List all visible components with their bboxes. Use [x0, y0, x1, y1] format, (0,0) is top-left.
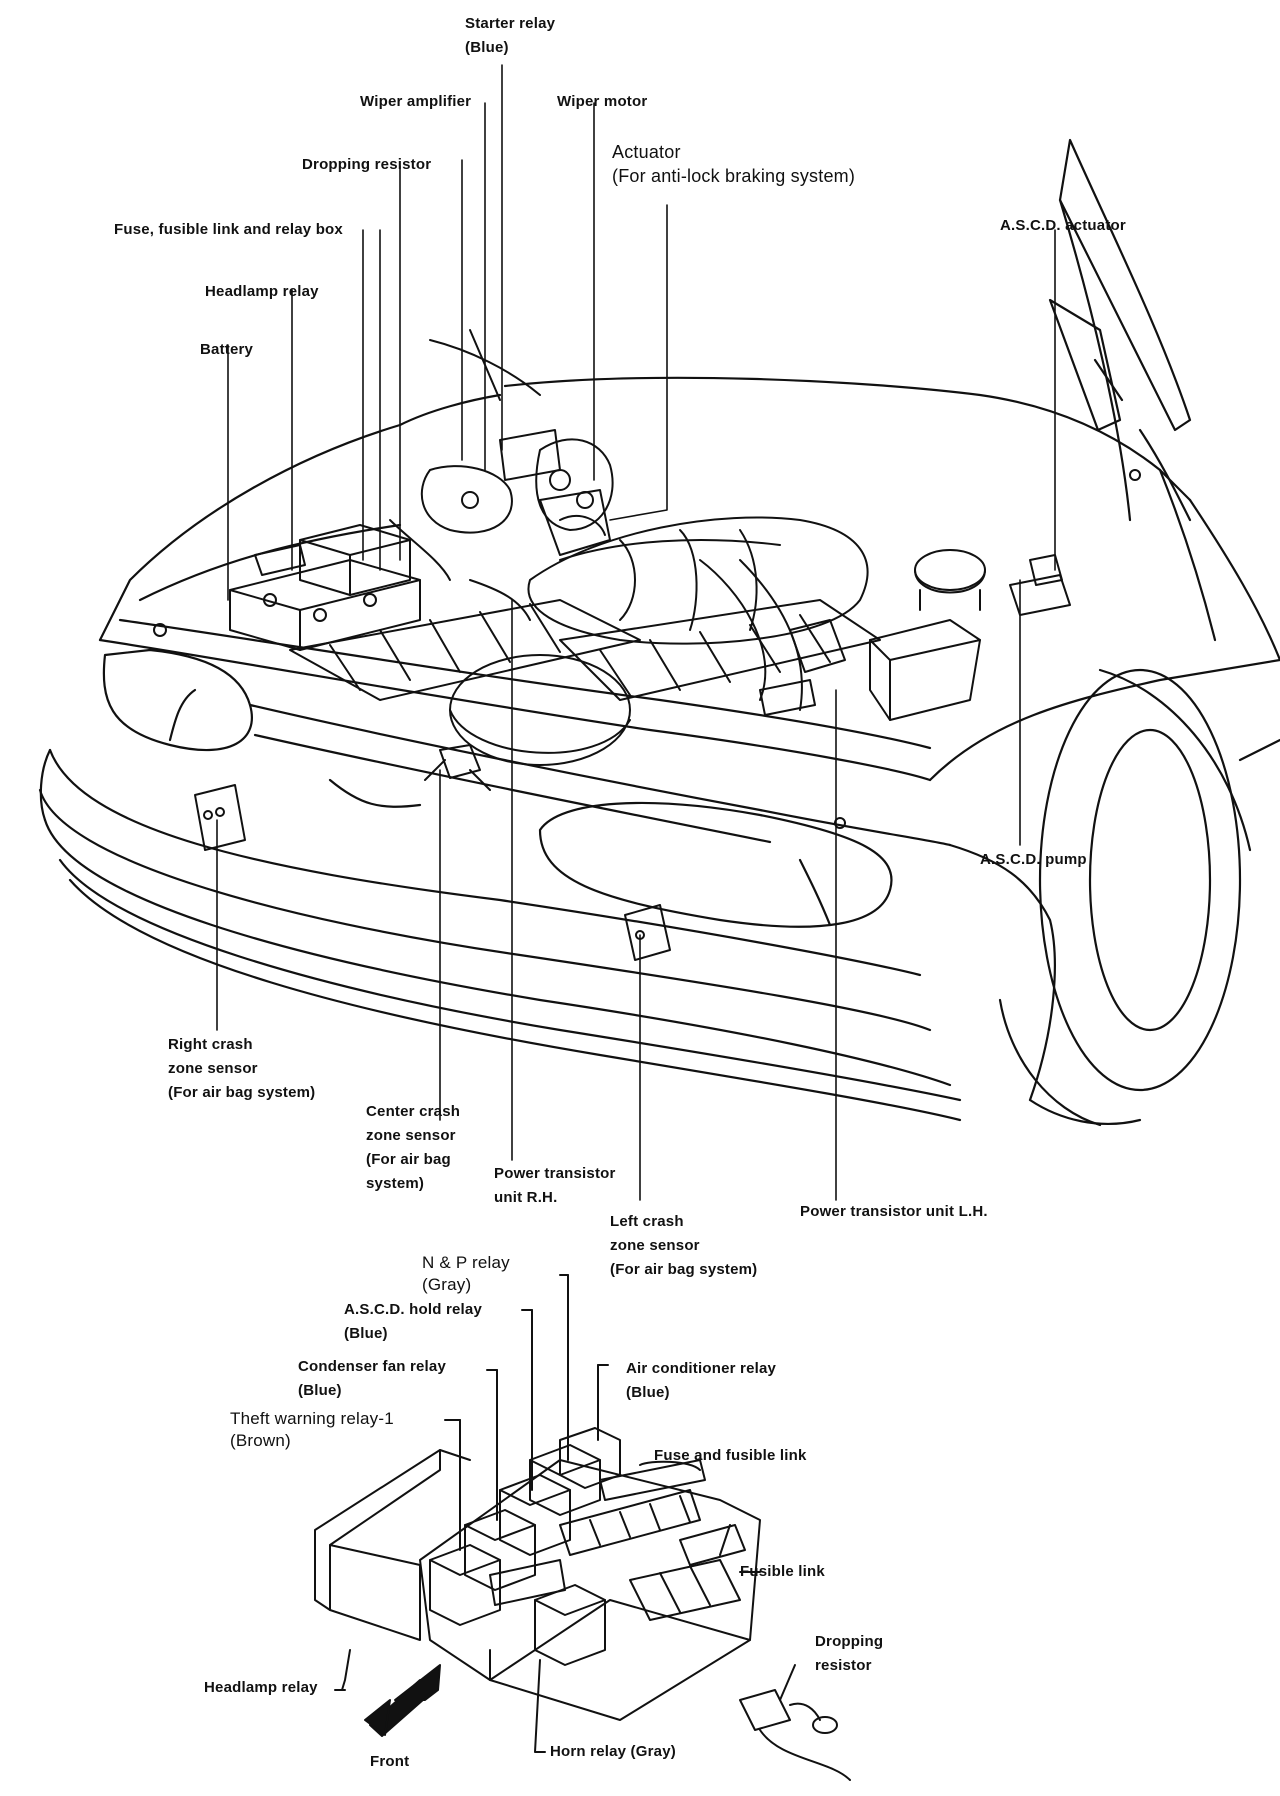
right-crash-sensor-label: Right crash zone sensor (For air bag sys… — [168, 1036, 316, 1101]
power-transistor-rh-label: Power transistor unit R.H. — [494, 1165, 616, 1206]
left-crash-sensor-label: Left crash zone sensor (For air bag syst… — [610, 1213, 758, 1278]
theft-warning-relay-label: Theft warning relay-1 (Brown) — [230, 1409, 394, 1450]
ascd-hold-relay-label: A.S.C.D. hold relay (Blue) — [344, 1301, 482, 1342]
power-transistor-lh-label: Power transistor unit L.H. — [800, 1203, 988, 1220]
fuse-and-fusible-link-label: Fuse and fusible link — [654, 1447, 807, 1464]
center-crash-sensor-label: Center crash zone sensor (For air bag sy… — [366, 1103, 461, 1192]
fuse-box-label: Fuse, fusible link and relay box — [114, 221, 343, 238]
car-body — [38, 138, 1280, 1127]
relay-box-illustration — [314, 1274, 851, 1781]
dropping-resistor-label: Dropping resistor — [302, 156, 432, 173]
starter-relay-label: Starter relay (Blue) — [465, 15, 556, 56]
front-label: Front — [370, 1753, 410, 1770]
leader-lines — [216, 64, 1056, 1201]
dropping-resistor-box-label: Dropping resistor — [815, 1633, 884, 1674]
ascd-pump-label: A.S.C.D. pump — [980, 851, 1087, 868]
headlamp-relay-label: Headlamp relay — [205, 283, 319, 300]
fusible-link-label: Fusible link — [740, 1563, 825, 1580]
actuator-label: Actuator (For anti-lock braking system) — [612, 142, 856, 186]
engine-components — [153, 329, 1141, 961]
condenser-fan-relay-label: Condenser fan relay (Blue) — [298, 1358, 447, 1399]
battery-label: Battery — [200, 341, 254, 358]
np-relay-label: N & P relay (Gray) — [422, 1253, 510, 1294]
wiper-motor-label: Wiper motor — [557, 93, 648, 110]
wiper-amplifier-label: Wiper amplifier — [360, 93, 472, 110]
air-conditioner-relay-label: Air conditioner relay (Blue) — [626, 1360, 777, 1401]
horn-relay-label: Horn relay (Gray) — [550, 1743, 676, 1760]
ascd-actuator-label: A.S.C.D. actuator — [1000, 217, 1126, 234]
headlamp-relay-box-label: Headlamp relay — [204, 1679, 318, 1696]
